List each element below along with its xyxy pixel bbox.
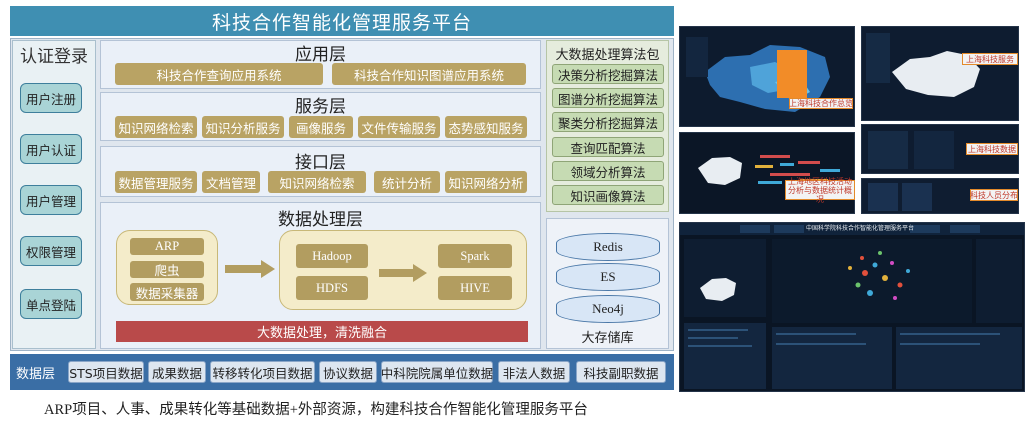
caption: ARP项目、人事、成果转化等基础数据+外部资源，构建科技合作智能化管理服务平台	[44, 402, 588, 418]
cas-unit-data: 中科院院属单位数据	[381, 361, 493, 383]
knowledge-portrait-algorithm: 知识画像算法	[552, 185, 664, 205]
decision-mining-algorithm: 决策分析挖掘算法	[552, 64, 664, 84]
arp-source: ARP	[130, 238, 204, 255]
achievement-data: 成果数据	[148, 361, 206, 383]
statistical-analysis: 统计分析	[374, 171, 440, 193]
interface-layer-title: 接口层	[295, 153, 346, 173]
shot-label-5: 科技人员分布	[970, 189, 1018, 201]
query-app-system: 科技合作查询应用系统	[115, 63, 323, 85]
query-matching-algorithm: 查询匹配算法	[552, 137, 664, 157]
shot-label-2: 上海科技服务	[962, 53, 1018, 65]
redis-store: Redis	[556, 233, 660, 261]
shot-label-1: 上海科技合作总览	[789, 98, 853, 109]
big-data-processing-banner: 大数据处理，清洗融合	[116, 321, 528, 342]
application-layer-title: 应用层	[295, 45, 346, 65]
algorithm-package-title: 大数据处理算法包	[555, 48, 660, 63]
data-collector-source: 数据采集器	[130, 283, 204, 301]
data-management-service: 数据管理服务	[115, 171, 197, 193]
service-layer-title: 服务层	[295, 97, 346, 117]
agreement-data: 协议数据	[319, 361, 377, 383]
dashboard-header: 中国科学院科技合作智能化管理服务平台	[805, 225, 914, 232]
knowledge-analysis-service: 知识分析服务	[202, 116, 284, 138]
single-sign-on-box: 单点登陆	[20, 289, 82, 319]
domain-analysis-algorithm: 领域分析算法	[552, 161, 664, 181]
user-management-box: 用户管理	[20, 185, 82, 215]
transfer-project-data: 转移转化项目数据	[210, 361, 315, 383]
portrait-service: 画像服务	[289, 116, 353, 138]
hive-node: HIVE	[438, 276, 512, 300]
user-register-box: 用户注册	[20, 83, 82, 113]
screenshot-dashboard	[679, 222, 1025, 392]
arrow-icon	[379, 264, 427, 282]
document-management: 文档管理	[202, 171, 260, 193]
data-processing-layer-title: 数据处理层	[278, 210, 363, 230]
sts-project-data: STS项目数据	[68, 361, 144, 383]
arrow-icon	[225, 260, 275, 278]
graph-mining-algorithm: 图谱分析挖掘算法	[552, 88, 664, 108]
dashboard-icon	[680, 223, 1024, 391]
platform-title: 科技合作智能化管理服务平台	[10, 6, 674, 36]
shot-label-4: 上海地区科技活动 分析与数据统计概况	[785, 177, 855, 204]
china-map-icon	[862, 27, 1018, 120]
user-auth-box: 用户认证	[20, 134, 82, 164]
china-map-icon	[680, 27, 854, 126]
hdfs-node: HDFS	[296, 276, 368, 300]
es-store: ES	[556, 263, 660, 291]
permission-management-box: 权限管理	[20, 236, 82, 266]
shot-label-3: 上海科技数据	[966, 143, 1018, 155]
auth-title: 认证登录	[20, 47, 88, 67]
storage-label: 大存储库	[581, 331, 634, 346]
knowledge-network-search: 知识网络检索	[115, 116, 197, 138]
screenshot-map-overview	[679, 26, 855, 127]
screenshot-people	[861, 178, 1019, 214]
interface-knowledge-search: 知识网络检索	[268, 171, 366, 193]
crawler-source: 爬虫	[130, 261, 204, 278]
spark-node: Spark	[438, 244, 512, 268]
hadoop-node: Hadoop	[296, 244, 368, 268]
screenshot-service	[861, 26, 1019, 121]
knowledge-graph-app-system: 科技合作知识图谱应用系统	[332, 63, 526, 85]
non-legal-person-data: 非法人数据	[498, 361, 570, 383]
situation-awareness-service: 态势感知服务	[445, 116, 527, 138]
file-transfer-service: 文件传输服务	[358, 116, 440, 138]
map-popup	[777, 50, 807, 98]
neo4j-store: Neo4j	[556, 295, 660, 323]
clustering-mining-algorithm: 聚类分析挖掘算法	[552, 112, 664, 132]
vice-position-data: 科技副职数据	[576, 361, 666, 383]
data-layer-label: 数据层	[16, 366, 56, 382]
knowledge-network-analysis: 知识网络分析	[445, 171, 527, 193]
